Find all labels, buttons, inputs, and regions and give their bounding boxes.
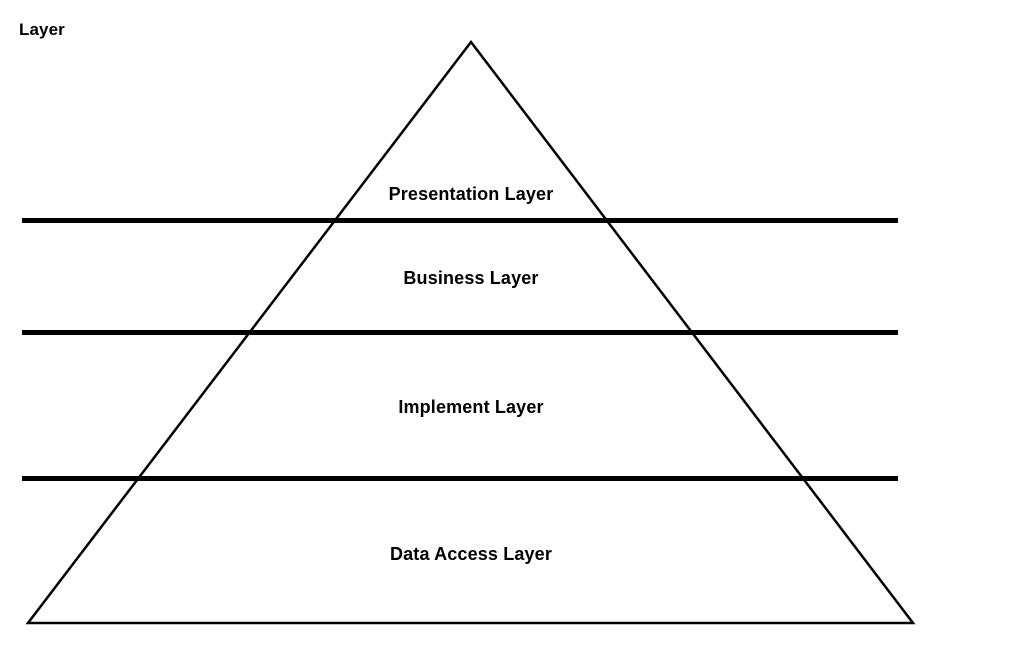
layer-label-data-access: Data Access Layer [390, 544, 552, 564]
layer-label-implement: Implement Layer [398, 397, 544, 417]
layer-label-business: Business Layer [403, 268, 539, 288]
divider-lines-group [22, 218, 898, 481]
page-title: Layer [19, 20, 65, 39]
layer-label-presentation: Presentation Layer [388, 184, 554, 204]
